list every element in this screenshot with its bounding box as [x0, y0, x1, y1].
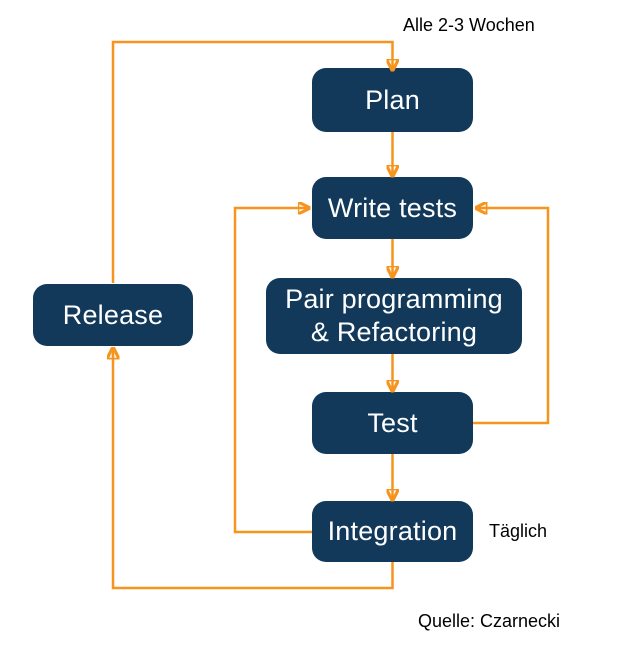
cycle-duration-label: Alle 2-3 Wochen — [403, 15, 535, 35]
node-pair-programming: Pair programming & Refactoring — [266, 278, 522, 354]
node-release-label: Release — [62, 299, 164, 330]
daily-label: Täglich — [489, 521, 548, 541]
node-integration-label: Integration — [327, 516, 458, 547]
node-test: Test — [312, 392, 473, 454]
node-write-tests: Write tests — [312, 177, 473, 239]
node-release: Release — [33, 284, 193, 346]
node-pair-programming-label-line1: Pair programming — [285, 284, 503, 315]
node-test-label: Test — [367, 407, 418, 438]
node-write-tests-label: Write tests — [327, 192, 458, 223]
node-plan: Plan — [312, 68, 473, 132]
node-pair-programming-label-line2: & Refactoring — [310, 317, 478, 347]
source-credit-label: Quelle: Czarnecki — [418, 611, 561, 631]
arrow-integration-to-write-tests-left-loop — [233, 208, 312, 534]
node-integration: Integration — [312, 501, 473, 562]
node-plan-label: Plan — [365, 84, 420, 115]
